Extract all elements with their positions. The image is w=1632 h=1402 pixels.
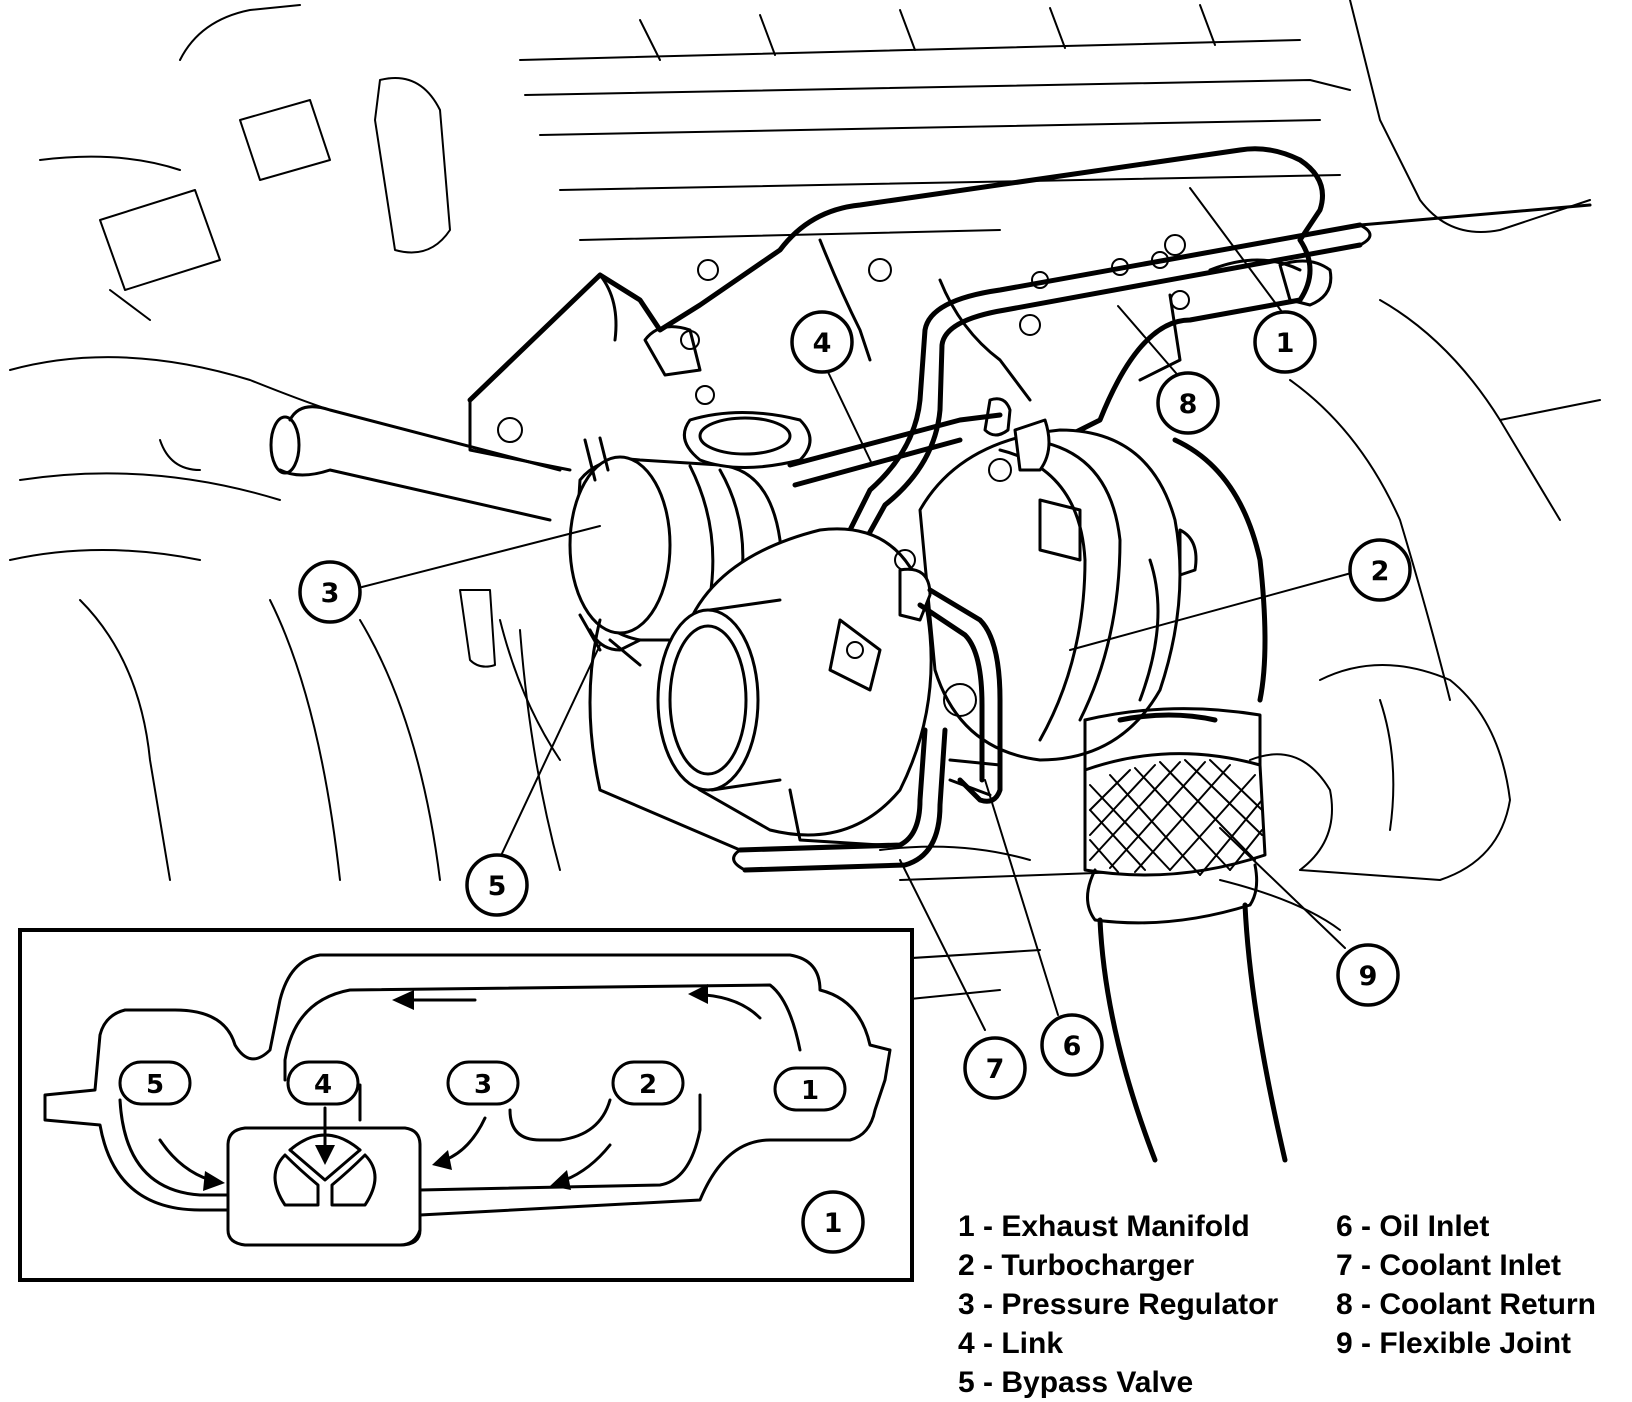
legend-item-bypass-valve: 5 - Bypass Valve	[958, 1366, 1193, 1399]
callout-6: 6	[1040, 1013, 1104, 1077]
legend-right-column: 6 - Oil Inlet 7 - Coolant Inlet 8 - Cool…	[1336, 1210, 1596, 1360]
bypass-valve	[578, 613, 642, 667]
callout-5-label: 5	[488, 871, 507, 902]
inset-port-2: 2	[611, 1060, 685, 1106]
inset-port-4: 4	[286, 1060, 360, 1106]
arrow-left-icon	[432, 1150, 452, 1170]
legend-item-oil-inlet: 6 - Oil Inlet	[1336, 1210, 1489, 1243]
left-hose	[269, 405, 562, 522]
callout-6-label: 6	[1063, 1031, 1082, 1062]
inset-port-5: 5	[118, 1060, 192, 1106]
link-rod	[787, 397, 1012, 488]
arrow-left-icon	[688, 984, 708, 1004]
legend-item-coolant-inlet: 7 - Coolant Inlet	[1336, 1249, 1561, 1282]
inset-port-3-label: 3	[474, 1070, 492, 1100]
callout-4-label: 4	[813, 328, 832, 359]
legend-item-link: 4 - Link	[958, 1327, 1063, 1360]
callout-9: 9	[1336, 943, 1400, 1007]
callout-7-label: 7	[986, 1054, 1005, 1085]
callout-3-label: 3	[321, 578, 340, 609]
inset-callout-1-label: 1	[824, 1208, 843, 1239]
legend-item-turbocharger: 2 - Turbocharger	[958, 1249, 1194, 1282]
turbocharger-body	[894, 418, 1198, 762]
callout-4: 4	[790, 310, 854, 374]
callout-1-label: 1	[1276, 328, 1295, 359]
callout-8-label: 8	[1179, 389, 1198, 420]
leader-lines	[361, 187, 1356, 1031]
inset-port-5-label: 5	[146, 1070, 164, 1100]
callout-7: 7	[963, 1036, 1027, 1100]
legend-left-column: 1 - Exhaust Manifold 2 - Turbocharger 3 …	[958, 1210, 1278, 1399]
callout-3: 3	[298, 560, 362, 624]
inset-port-4-label: 4	[314, 1070, 332, 1100]
legend-item-exhaust-manifold: 1 - Exhaust Manifold	[958, 1210, 1250, 1243]
flexible-joint-mesh	[1089, 759, 1263, 876]
legend-item-flexible-joint: 9 - Flexible Joint	[1336, 1327, 1571, 1360]
compressor-housing	[656, 411, 933, 837]
inset-callout-1: 1	[801, 1190, 865, 1254]
exhaust-manifold	[467, 146, 1333, 472]
coolant-return-pipe	[842, 203, 1592, 553]
inset-port-1-label: 1	[801, 1076, 819, 1106]
arrow-left-icon	[550, 1170, 571, 1190]
legend-item-pressure-regulator: 3 - Pressure Regulator	[958, 1288, 1278, 1321]
arrow-right-icon	[203, 1171, 225, 1191]
arrow-down-icon	[315, 1145, 335, 1165]
legend-item-coolant-return: 8 - Coolant Return	[1336, 1288, 1596, 1321]
inset-port-3: 3	[446, 1060, 520, 1106]
callout-2: 2	[1348, 538, 1412, 602]
coolant-inlet-pipe	[588, 618, 948, 873]
flow-arrows	[158, 984, 762, 1191]
legend: 1 - Exhaust Manifold 2 - Turbocharger 3 …	[958, 1210, 1596, 1399]
callout-9-label: 9	[1359, 961, 1378, 992]
oil-inlet-pipe	[917, 587, 1003, 804]
callout-8: 8	[1156, 371, 1220, 435]
manifold-inset: 5 4 3 2 1	[18, 928, 914, 1282]
inset-port-1: 1	[773, 1066, 847, 1112]
callout-1: 1	[1253, 310, 1317, 374]
inset-port-2-label: 2	[639, 1070, 657, 1100]
callout-5: 5	[465, 853, 529, 917]
engine-block-background	[9, 0, 1601, 1001]
downpipe	[1083, 437, 1288, 1163]
callout-2-label: 2	[1371, 556, 1390, 587]
arrow-left-icon	[392, 990, 414, 1010]
